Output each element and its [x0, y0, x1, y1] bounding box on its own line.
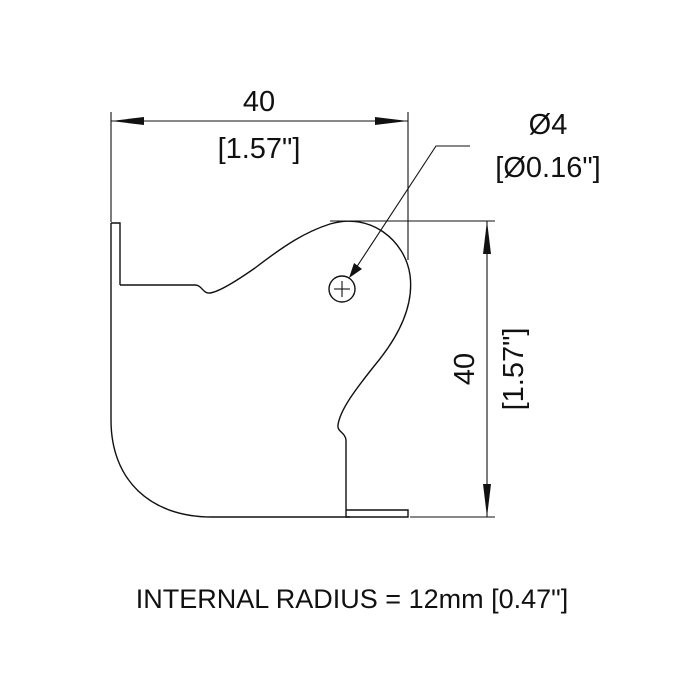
height-imperial: [1.57"]	[498, 328, 530, 411]
hole-leader-arrow	[349, 263, 362, 278]
hole-leader-line	[355, 145, 470, 269]
bracket-outer-edge	[110, 223, 350, 518]
hole-dimension: Ø4 [Ø0.16"]	[349, 109, 601, 278]
mounting-hole	[328, 275, 356, 303]
bottom-flange-tab	[346, 509, 409, 518]
height-arrow-top	[483, 221, 491, 254]
bracket-body-profile	[120, 220, 412, 517]
height-dimension: 40 [1.57"]	[330, 220, 530, 518]
height-arrow-bottom	[483, 484, 491, 517]
width-value: 40	[243, 86, 275, 118]
corner-bracket-outline	[110, 220, 412, 518]
width-arrow-right	[375, 117, 408, 125]
hole-imperial: [Ø0.16"]	[495, 152, 600, 184]
hole-value: Ø4	[529, 109, 568, 141]
internal-radius-note: INTERNAL RADIUS = 12mm [0.47"]	[136, 584, 568, 614]
left-flange-tab	[111, 222, 121, 285]
width-arrow-left	[111, 117, 144, 125]
width-dimension: 40 [1.57"]	[110, 86, 409, 260]
height-value: 40	[449, 353, 481, 385]
width-imperial: [1.57"]	[218, 133, 301, 165]
hole-circle	[328, 275, 356, 303]
